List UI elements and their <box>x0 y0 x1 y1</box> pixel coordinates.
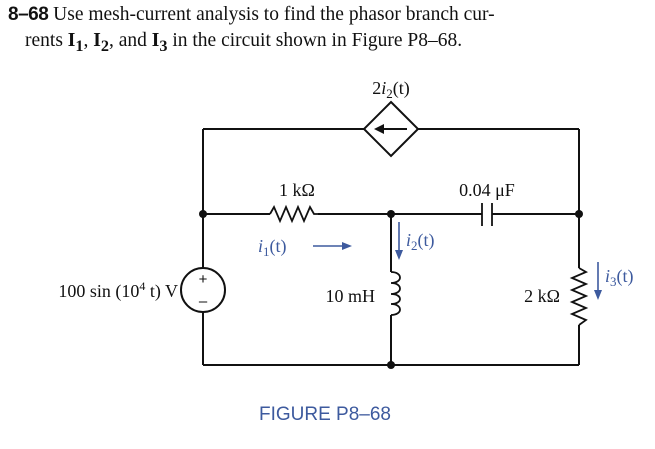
problem-text-line2: rents I1, I2, and I3 in the circuit show… <box>25 30 463 55</box>
phasor-i2: I2 <box>93 30 109 55</box>
node-bottom <box>387 361 395 369</box>
phasor-i1: I1 <box>67 30 84 55</box>
source-plus-sign: + <box>199 271 208 288</box>
figure-caption: FIGURE P8–68 <box>259 404 391 425</box>
node-middle <box>387 210 395 218</box>
dependent-source-label: 2i2(t) <box>372 78 410 101</box>
problem-number: 8–68 <box>8 4 49 25</box>
source-label: 100 sin (104 t) V <box>58 279 178 302</box>
resistor-1k <box>269 204 318 224</box>
resistor-2k <box>569 267 589 326</box>
problem-statement: 8–68 Use mesh-current analysis to find t… <box>8 2 648 59</box>
source-minus-sign: – <box>199 293 208 310</box>
resistor-1k-label: 1 kΩ <box>279 180 315 200</box>
voltage-source: + – <box>180 267 226 313</box>
node-left <box>199 210 207 218</box>
current-i1-arrow <box>313 242 352 250</box>
resistor-2k-label: 2 kΩ <box>524 286 560 306</box>
capacitor-label: 0.04 μF <box>459 180 515 200</box>
current-i3-label: i3(t) <box>605 266 634 289</box>
current-i2-arrow <box>395 222 403 260</box>
problem-text-line1: Use mesh-current analysis to find the ph… <box>53 4 495 25</box>
dependent-current-source <box>362 100 420 158</box>
inductor-label: 10 mH <box>326 286 376 306</box>
current-i3-arrow <box>594 262 602 300</box>
phasor-i3: I3 <box>151 30 168 55</box>
circuit-wires <box>202 128 580 366</box>
inductor <box>390 271 401 316</box>
capacitor <box>481 203 493 226</box>
circuit-nodes <box>199 210 583 369</box>
node-right <box>575 210 583 218</box>
current-i1-label: i1(t) <box>258 236 287 259</box>
current-i2-label: i2(t) <box>406 230 435 253</box>
